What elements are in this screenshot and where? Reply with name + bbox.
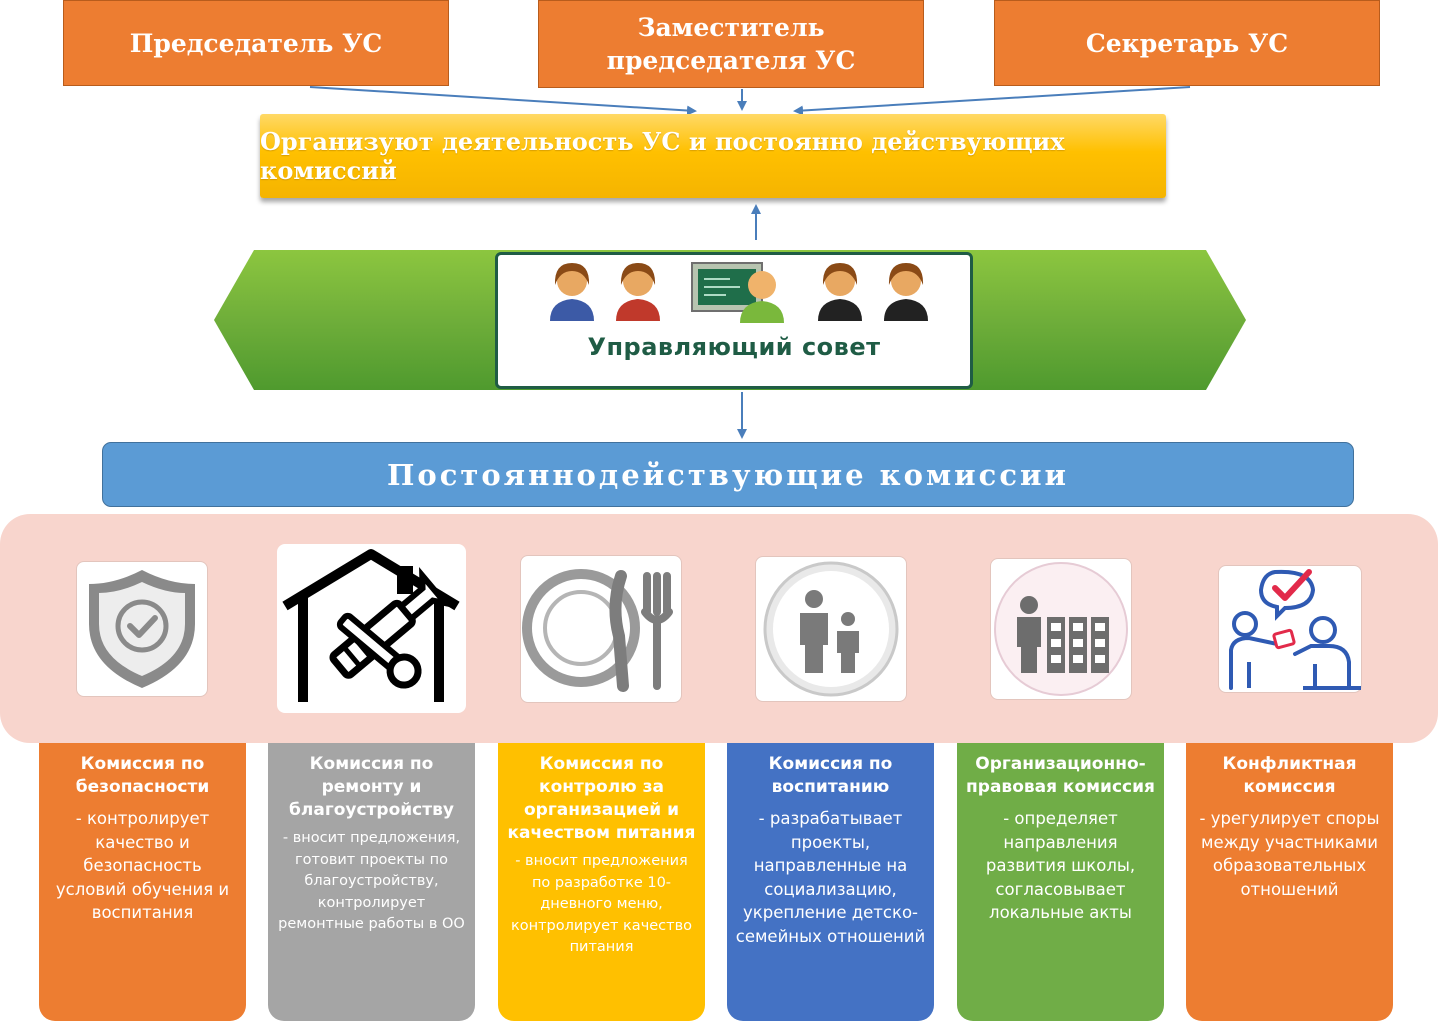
icon-frame-food	[520, 555, 682, 703]
chair-box: Председатель УС	[63, 0, 449, 86]
plate-cutlery-icon	[522, 569, 673, 692]
conflict-resolution-icon	[1229, 569, 1361, 690]
commission-title: Конфликтная комиссия	[1222, 754, 1357, 797]
commission-title: Организационно-правовая комиссия	[966, 754, 1155, 797]
person-icon	[884, 263, 928, 321]
council-people-icon	[550, 262, 928, 323]
commission-description: - контролирует качество и безопасность у…	[55, 809, 230, 922]
person-icon	[818, 263, 862, 321]
commission-title: Комиссия по контролю за организацией и к…	[507, 754, 696, 843]
secretary-label: Секретарь УС	[1085, 28, 1289, 58]
commission-card-conflict: Конфликтная комиссия - урегулирует споры…	[1186, 743, 1393, 1021]
council-box: Управляющий совет	[495, 252, 973, 389]
council-label: Управляющий совет	[587, 333, 881, 361]
commission-description: - определяет направления развития школы,…	[985, 809, 1136, 922]
commissions-title: Постояннодействующие комиссии	[386, 457, 1070, 492]
person-documents-icon	[994, 562, 1128, 696]
arrow-secretary	[793, 86, 1191, 116]
secretary-box: Секретарь УС	[994, 0, 1380, 86]
icon-frame-upbringing	[755, 556, 907, 702]
organize-text: Организуют деятельность УС и постоянно д…	[260, 127, 1065, 185]
commission-description: - разрабатывает проекты, направленные на…	[735, 809, 926, 946]
commission-card-upbringing: Комиссия по воспитанию - разрабатывает п…	[727, 743, 934, 1021]
commission-title: Комиссия по ремонту и благоустройству	[289, 754, 454, 820]
icon-frame-repair	[277, 544, 466, 713]
icon-frame-legal	[990, 558, 1132, 700]
deputy-box: Заместитель председателя УС	[538, 0, 924, 88]
house-wrench-icon	[282, 549, 460, 702]
commission-title: Комиссия по безопасности	[75, 754, 210, 797]
commissions-title-bar: Постояннодействующие комиссии	[102, 442, 1354, 507]
person-icon	[550, 263, 594, 321]
icon-frame-conflict	[1218, 565, 1362, 693]
person-icon	[616, 263, 660, 321]
arrow-chair	[309, 86, 697, 116]
commission-card-legal: Организационно-правовая комиссия - опред…	[957, 743, 1164, 1021]
teacher-board-icon	[691, 262, 784, 323]
icons-panel	[0, 514, 1438, 743]
commission-description: - урегулирует споры между участниками об…	[1199, 809, 1380, 899]
chair-label: Председатель УС	[129, 28, 383, 58]
commission-card-safety: Комиссия по безопасности - контролирует …	[39, 743, 246, 1021]
organize-box: Организуют деятельность УС и постоянно д…	[260, 114, 1166, 198]
commission-card-repair: Комиссия по ремонту и благоустройству - …	[268, 743, 475, 1021]
deputy-label: Заместитель председателя УС	[606, 13, 856, 75]
commission-title: Комиссия по воспитанию	[768, 754, 893, 797]
parent-child-icon	[763, 561, 899, 697]
icon-frame-safety	[76, 561, 208, 697]
commission-card-food: Комиссия по контролю за организацией и к…	[498, 743, 705, 1021]
commission-description: - вносит предложения, готовит проекты по…	[278, 830, 465, 932]
shield-check-icon	[89, 570, 195, 688]
commission-description: - вносит предложения по разработке 10-дн…	[510, 853, 693, 955]
